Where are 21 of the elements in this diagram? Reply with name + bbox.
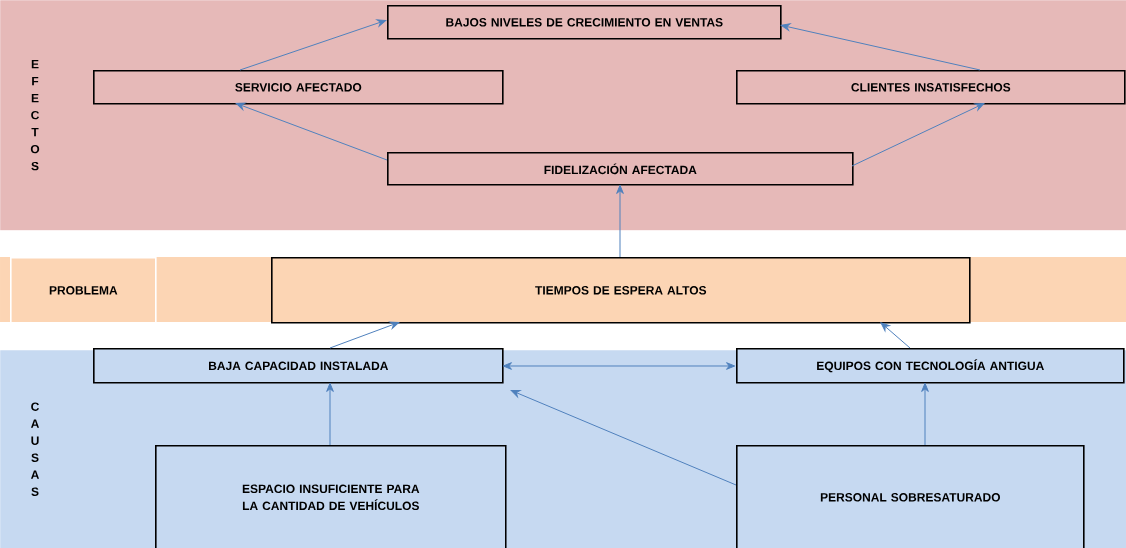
text-box: PERSONAL SOBRESATURADO: [736, 445, 1085, 548]
text-box: TIEMPOS DE ESPERA ALTOS: [271, 257, 971, 324]
arrow: [880, 322, 911, 349]
text-box: SERVICIO AFECTADO: [93, 70, 504, 105]
text-box: EQUIPOS CON TECNOLOGÍA ANTIGUA: [736, 348, 1125, 384]
arrow: [329, 321, 400, 349]
arrow: [616, 184, 624, 258]
text-box: BAJA CAPACIDAD INSTALADA: [93, 348, 504, 384]
arrow: [326, 382, 334, 446]
arrow: [502, 362, 736, 370]
text-box: BAJOS NIVELES DE CRECIMIENTO EN VENTAS: [387, 5, 782, 40]
arrow: [235, 102, 388, 161]
problem-box: PROBLEMA: [10, 257, 157, 324]
text-box: FIDELIZACIÓN AFECTADA: [387, 152, 854, 186]
text-box: CLIENTES INSATISFECHOS: [736, 70, 1126, 105]
arrow: [239, 19, 387, 71]
text-box: ESPACIO INSUFICIENTE PARA LA CANTIDAD DE VEHÍCULOS: [155, 445, 507, 548]
arrow: [851, 103, 985, 167]
arrow: [780, 23, 981, 71]
arrow: [921, 382, 929, 446]
arrow: [510, 390, 737, 486]
